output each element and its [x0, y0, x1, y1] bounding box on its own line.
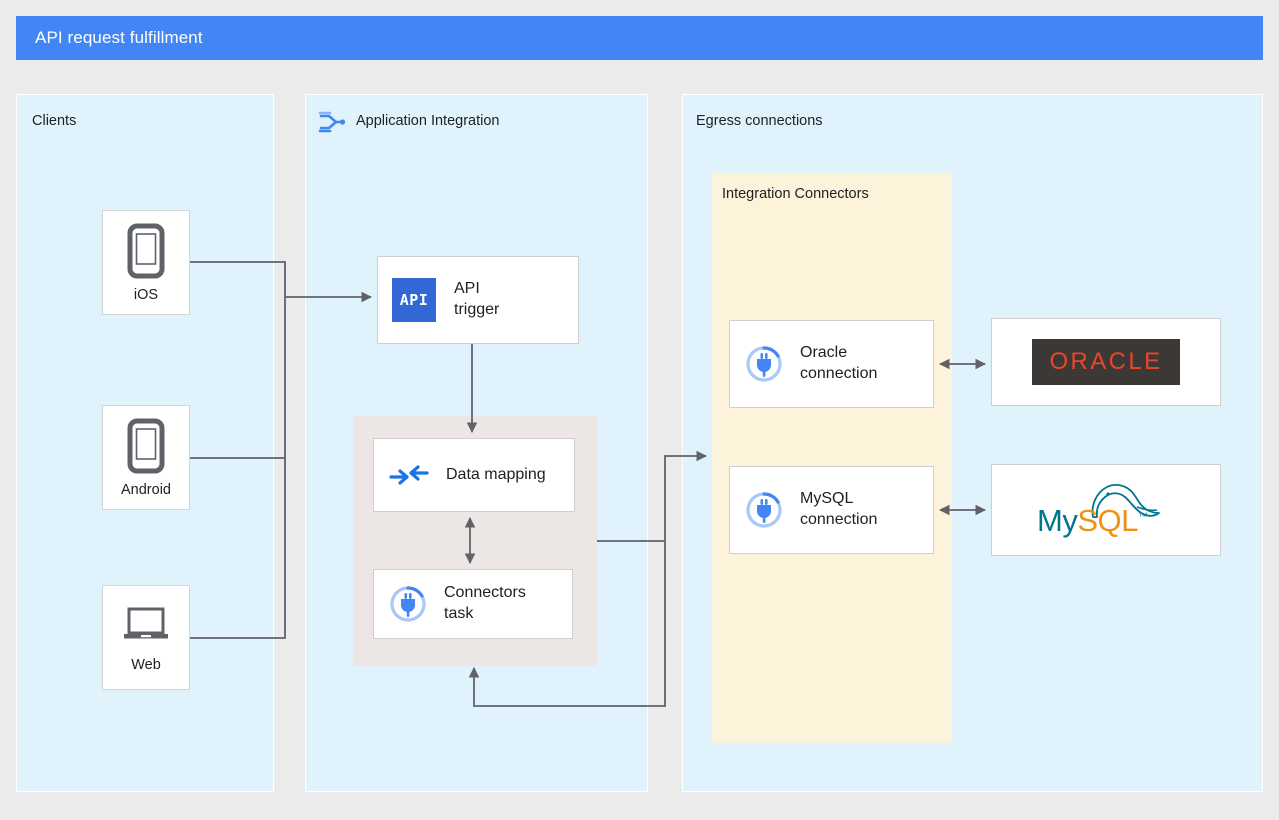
- subpanel-integration-connectors: [712, 173, 952, 743]
- diagram-title-bar: API request fulfillment: [16, 16, 1263, 60]
- node-connectors-task[interactable]: Connectors task: [373, 569, 573, 639]
- client-card-web[interactable]: Web: [102, 585, 190, 690]
- node-data-mapping[interactable]: Data mapping: [373, 438, 575, 512]
- node-label-api-trigger: API trigger: [454, 280, 500, 318]
- logo-box-mysql[interactable]: MySQL™: [991, 464, 1221, 556]
- page-title: API request fulfillment: [35, 28, 203, 47]
- mobile-phone-icon: [126, 418, 166, 474]
- connector-plug-icon: [744, 490, 784, 530]
- logo-box-oracle[interactable]: ORACLE: [991, 318, 1221, 406]
- node-oracle-connection[interactable]: Oracle connection: [729, 320, 934, 408]
- panel-label-egress-connections: Egress connections: [696, 113, 823, 129]
- mysql-dolphin-icon: [1091, 484, 1160, 518]
- node-mysql-connection[interactable]: MySQL connection: [729, 466, 934, 554]
- api-badge-icon: API: [392, 278, 436, 322]
- client-label-web: Web: [131, 656, 161, 673]
- client-label-android: Android: [121, 481, 171, 498]
- client-card-ios[interactable]: iOS: [102, 210, 190, 315]
- oracle-logo: ORACLE: [1032, 339, 1180, 385]
- data-mapping-icon: [388, 460, 430, 490]
- client-label-ios: iOS: [133, 286, 159, 303]
- mysql-logo: MySQL™: [1031, 477, 1181, 543]
- node-label-mysql-connection: MySQL connection: [800, 490, 878, 528]
- mysql-wordmark-tm: ™: [1137, 511, 1148, 523]
- node-label-connectors-task: Connectors task: [444, 584, 526, 622]
- subpanel-label-integration-connectors: Integration Connectors: [722, 186, 869, 202]
- api-badge-text: API: [399, 291, 429, 309]
- application-integration-icon: [317, 107, 347, 137]
- laptop-icon: [120, 603, 172, 649]
- panel-label-application-integration: Application Integration: [356, 113, 500, 129]
- panel-label-clients: Clients: [32, 113, 77, 129]
- mysql-wordmark-sql: SQL: [1077, 503, 1138, 538]
- node-label-oracle-connection: Oracle connection: [800, 344, 878, 382]
- mobile-phone-icon: [126, 223, 166, 279]
- mysql-wordmark: MySQL™: [1037, 503, 1148, 539]
- node-label-data-mapping: Data mapping: [446, 465, 546, 483]
- node-api-trigger[interactable]: API API trigger: [377, 256, 579, 344]
- client-card-android[interactable]: Android: [102, 405, 190, 510]
- oracle-wordmark: ORACLE: [1049, 348, 1163, 375]
- connector-plug-icon: [388, 584, 428, 624]
- mysql-wordmark-my: My: [1037, 503, 1078, 538]
- connector-plug-icon: [744, 344, 784, 384]
